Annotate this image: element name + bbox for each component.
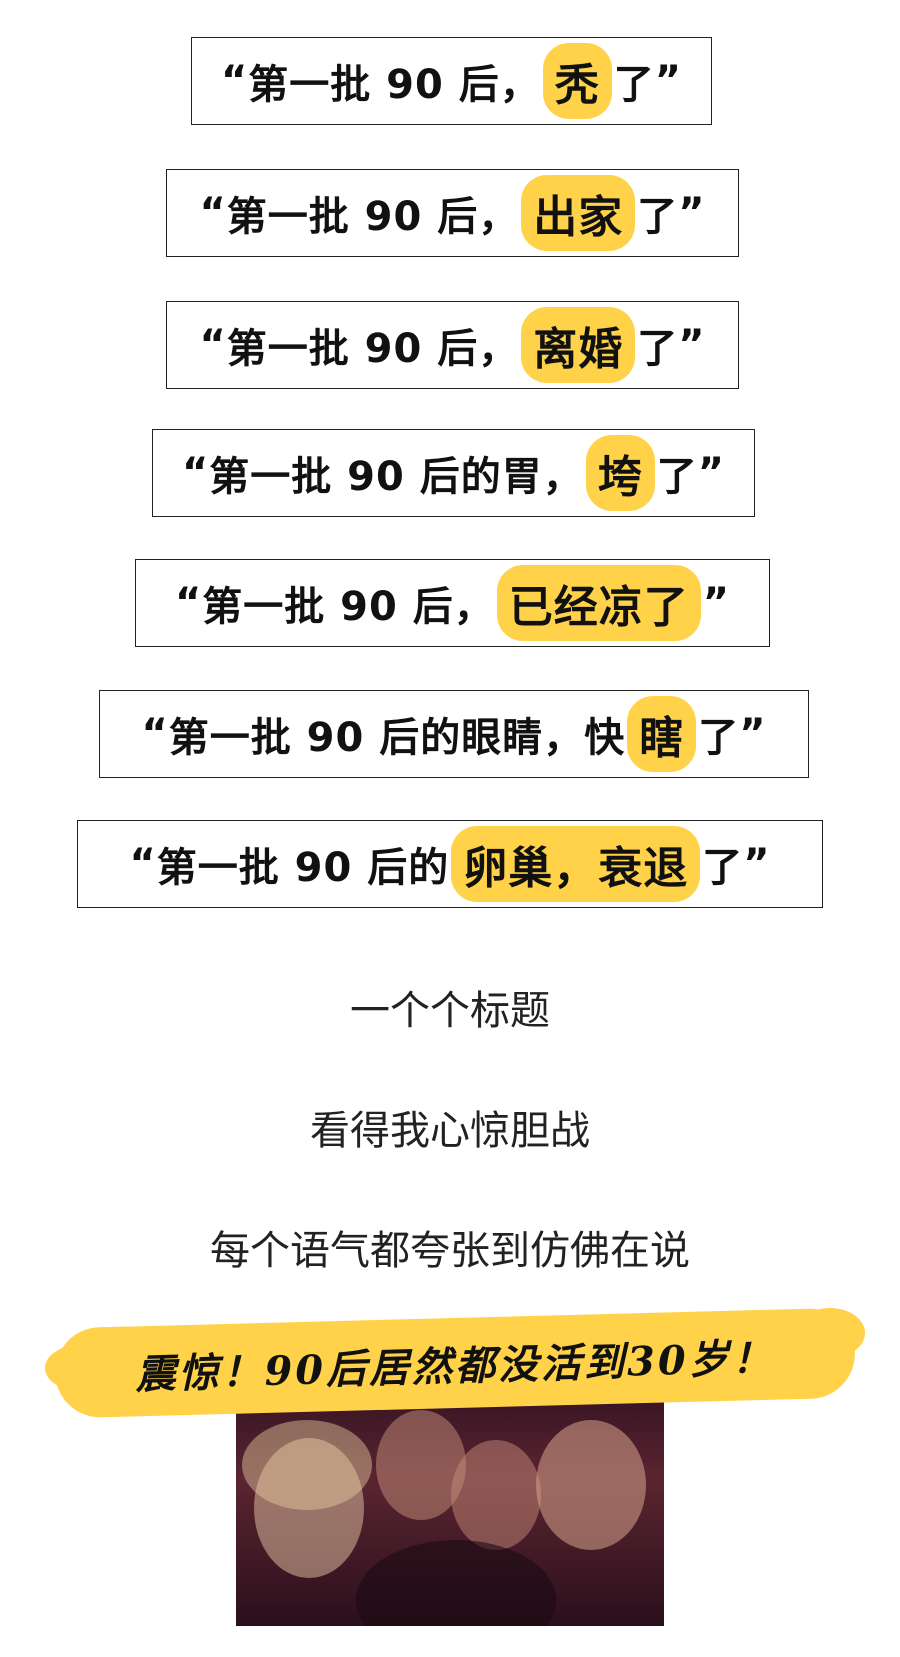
headline-text: 第一批 90 后， — [226, 194, 520, 240]
headline-highlight: 秃 — [542, 43, 612, 119]
close-quote: ” — [678, 322, 706, 368]
headline-highlight: 垮 — [585, 435, 655, 511]
open-quote: “ — [174, 580, 203, 626]
headline-suffix: 了 — [702, 845, 744, 891]
close-quote: ” — [739, 711, 767, 757]
close-quote: ” — [654, 58, 683, 104]
headline-suffix: 了 — [637, 326, 679, 372]
headline-suffix: 了 — [613, 62, 655, 108]
headline-text: 第一批 90 后的 — [156, 845, 450, 891]
headline-highlight: 已经凉了 — [496, 565, 701, 641]
body-line: 一个个标题 — [350, 988, 550, 1034]
headline-text: 第一批 90 后， — [226, 326, 520, 372]
headline-box: “ 第一批 90 后的胃， 垮 了 ” — [152, 429, 755, 517]
open-quote: “ — [220, 58, 249, 104]
close-quote: ” — [678, 190, 706, 236]
close-quote: ” — [702, 580, 731, 626]
headline-box: “ 第一批 90 后的 卵巢，衰退 了 ” — [77, 820, 823, 908]
banner-text: 震惊！90后居然都没活到30岁！ — [134, 1334, 776, 1399]
headline-highlight: 卵巢，衰退 — [451, 826, 701, 902]
headline-text: 第一批 90 后的眼睛，快 — [168, 715, 626, 761]
headline-box: “ 第一批 90 后， 秃 了 ” — [191, 37, 712, 125]
open-quote: “ — [181, 450, 210, 496]
headline-box: “ 第一批 90 后， 已经凉了 ” — [135, 559, 770, 647]
headline-text: 第一批 90 后， — [248, 62, 541, 108]
open-quote: “ — [199, 190, 227, 236]
banner: 震惊！90后居然都没活到30岁！ — [53, 1307, 857, 1419]
headline-highlight: 离婚 — [521, 307, 636, 383]
open-quote: “ — [199, 322, 227, 368]
headline-box: “ 第一批 90 后的眼睛，快 瞎 了 ” — [99, 690, 809, 778]
headline-highlight: 出家 — [521, 175, 636, 251]
headline-box: “ 第一批 90 后， 出家 了 ” — [166, 169, 739, 257]
headline-suffix: 了 — [698, 715, 740, 761]
close-quote: ” — [697, 450, 726, 496]
open-quote: “ — [141, 711, 169, 757]
reaction-photo — [236, 1400, 664, 1626]
headline-suffix: 了 — [656, 454, 698, 500]
body-line: 每个语气都夸张到仿佛在说 — [210, 1228, 690, 1274]
headline-suffix: 了 — [637, 194, 679, 240]
headline-box: “ 第一批 90 后， 离婚 了 ” — [166, 301, 739, 389]
close-quote: ” — [743, 841, 771, 887]
headline-text: 第一批 90 后， — [202, 584, 495, 630]
headline-highlight: 瞎 — [627, 696, 697, 772]
body-line: 看得我心惊胆战 — [310, 1108, 590, 1154]
open-quote: “ — [129, 841, 157, 887]
headline-text: 第一批 90 后的胃， — [209, 454, 584, 500]
